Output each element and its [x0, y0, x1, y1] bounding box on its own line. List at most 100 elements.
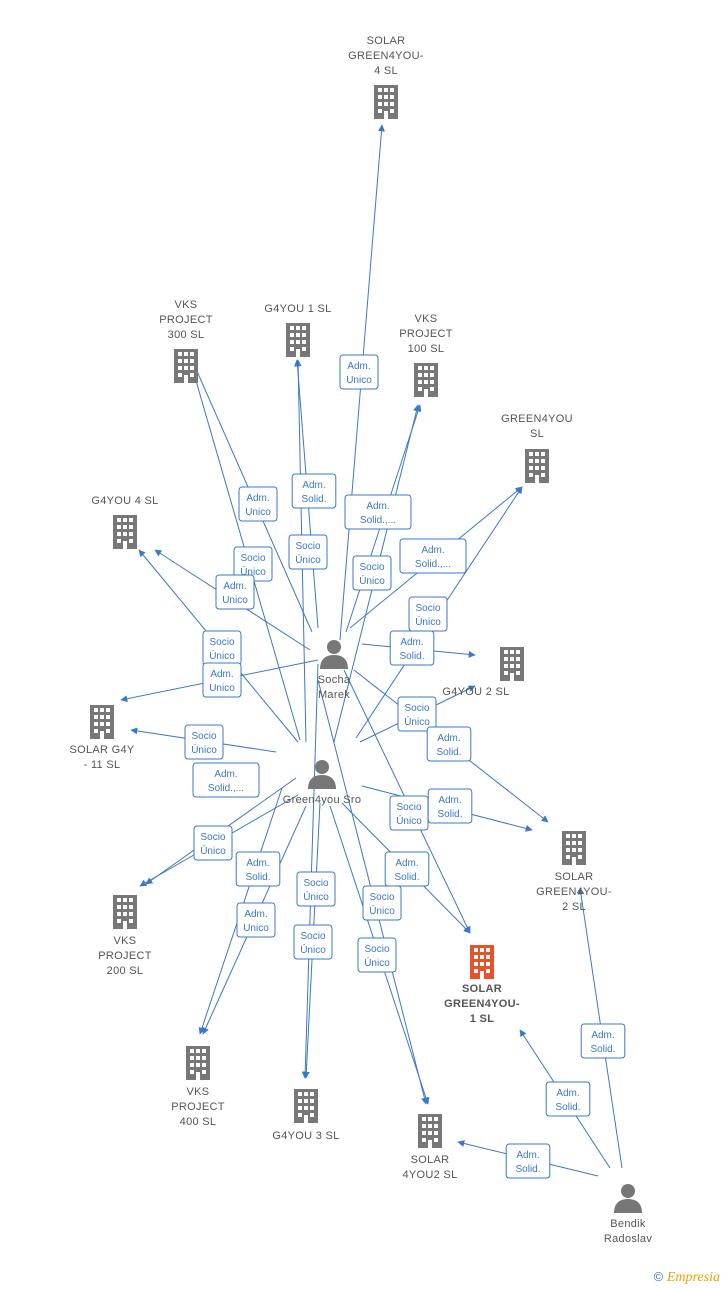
g4you-1-sl-node[interactable]: G4YOU 1 SL [264, 303, 331, 357]
edge-label-text: Socio [369, 892, 394, 903]
edge-label-box [426, 726, 472, 762]
edge-label-text: Solid. [394, 872, 419, 883]
node-label: 300 SL [168, 329, 205, 341]
edge-label-29[interactable]: Adm.Solid. [505, 1143, 551, 1179]
edge-label-text: Único [303, 890, 329, 903]
edge-label-22[interactable]: Adm.Unico [236, 902, 276, 938]
edge-label-box [352, 555, 392, 591]
edge-label-text: Unico [222, 595, 248, 606]
node-label: Marek [318, 689, 350, 701]
green4you-sro-node[interactable]: Green4you Sro [283, 760, 362, 806]
person-icon [320, 640, 348, 669]
node-label: G4YOU 4 SL [91, 495, 158, 507]
edge-label-text: Socio [364, 944, 389, 955]
edge-label-3[interactable]: Adm. Solid.,... [344, 494, 412, 530]
edge-label-28[interactable]: Adm.Solid. [580, 1023, 626, 1059]
edge-label-27[interactable]: Adm.Solid. [545, 1081, 591, 1117]
edge-label-text: Socio [300, 931, 325, 942]
edge-label-8[interactable]: Adm.Unico [215, 574, 255, 610]
edge-label-text: Solid.,... [360, 515, 396, 526]
edge-label-text: Adm. [302, 480, 325, 491]
edge-label-text: Unico [245, 507, 271, 518]
building-icon [374, 85, 398, 119]
node-label: 400 SL [180, 1116, 217, 1128]
edge-label-box [192, 762, 260, 798]
solar-g4y-11-sl-node[interactable]: SOLAR G4Y- 11 SL [69, 705, 135, 771]
node-label: PROJECT [171, 1101, 224, 1113]
edge-label-16[interactable]: Adm.Solid.,... [192, 762, 260, 798]
edge-label-2[interactable]: Adm.Unico [238, 486, 278, 522]
edge-label-23[interactable]: Adm. Solid. [384, 851, 430, 887]
edge-label-box [384, 851, 430, 887]
edge-label-text: Solid. [437, 809, 462, 820]
g4you-4-sl-node[interactable]: G4YOU 4 SL [91, 495, 158, 549]
building-icon [113, 515, 137, 549]
edge-label-12[interactable]: Adm.Unico [202, 662, 242, 698]
node-label: G4YOU 3 SL [272, 1130, 339, 1142]
edge-label-box [291, 473, 337, 509]
edge-label-text: Solid. [436, 747, 461, 758]
edge-label-text: Único [396, 814, 422, 827]
edge-label-text: Adm. [210, 669, 233, 680]
edge-label-20[interactable]: Adm.Solid. [235, 851, 281, 887]
edge-label-7[interactable]: Adm.Solid.,... [399, 538, 467, 574]
edge-label-text: Adm. [366, 501, 389, 512]
edge-label-0[interactable]: Adm.Unico [339, 354, 379, 390]
node-label: VKS [415, 313, 438, 325]
edge-label-box [389, 630, 435, 666]
node-label: PROJECT [159, 314, 212, 326]
person-icon [614, 1184, 642, 1213]
edge-label-text: Socio [396, 802, 421, 813]
node-label: G4YOU 1 SL [264, 303, 331, 315]
node-label: Socha [318, 674, 351, 686]
edge-label-15[interactable]: Adm.Solid. [426, 726, 472, 762]
edge-label-box [235, 851, 281, 887]
g4you-2-sl-node[interactable]: G4YOU 2 SL [442, 647, 524, 698]
building-icon [113, 895, 137, 929]
edge-label-text: Adm. [395, 858, 418, 869]
node-label: SOLAR [555, 871, 594, 883]
node-label: PROJECT [98, 950, 151, 962]
edge-label-1[interactable]: Adm.Solid. [291, 473, 337, 509]
node-label: 2 SL [562, 901, 586, 913]
edge-label-text: Adm. [421, 545, 444, 556]
node-label: Radoslav [604, 1233, 652, 1245]
node-label: - 11 SL [84, 759, 121, 771]
edge-label-17[interactable]: Adm.Solid. [427, 788, 473, 824]
edge-label-box [193, 825, 233, 861]
edge-label-box [399, 538, 467, 574]
edge-label-text: Socio [200, 832, 225, 843]
building-icon [90, 705, 114, 739]
edge-label-11[interactable]: Adm.Solid. [389, 630, 435, 666]
edge-label-box [184, 724, 224, 760]
edge-label-text: Socio [303, 878, 328, 889]
g4you-3-sl-node[interactable]: G4YOU 3 SL [272, 1089, 339, 1142]
edge-22 [301, 663, 319, 1079]
node-label: GREEN4YOU- [444, 998, 520, 1010]
edge-label-text: Socio [415, 603, 440, 614]
